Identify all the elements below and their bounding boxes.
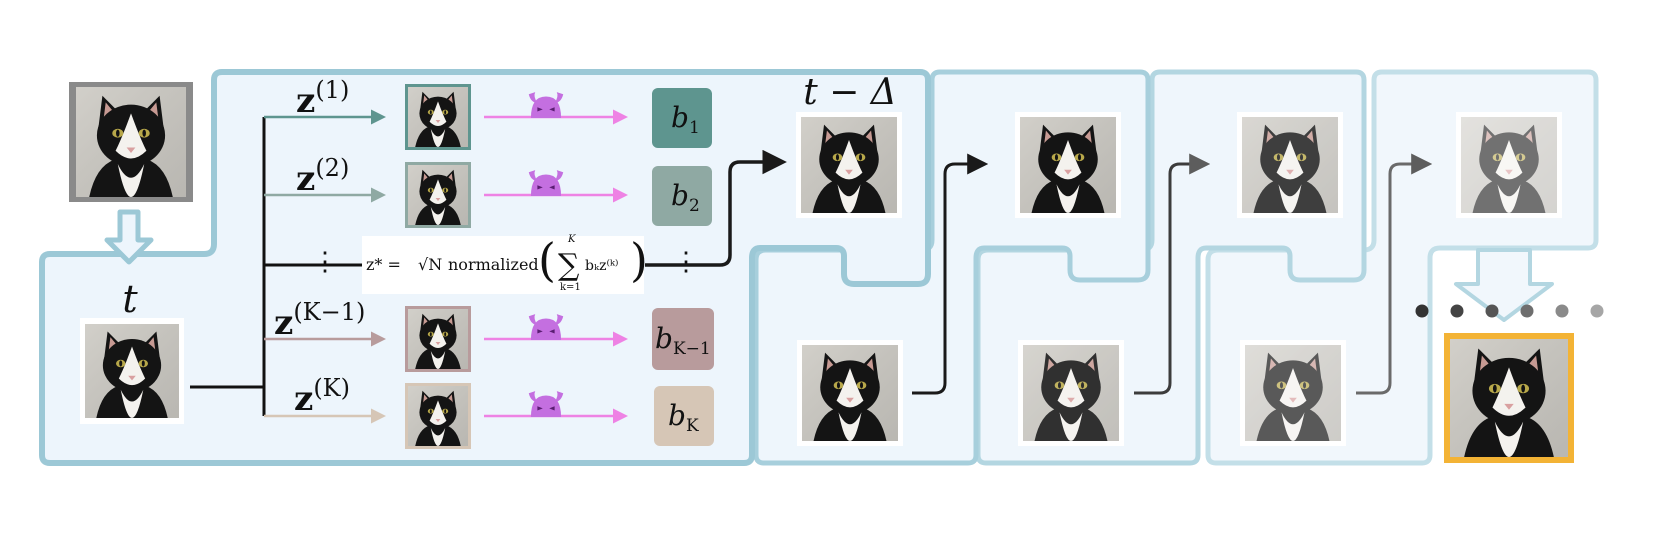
cat-stage3-bottom bbox=[1245, 345, 1341, 441]
cat-stage2-bottom bbox=[1023, 345, 1119, 441]
cat-stage2-top bbox=[1020, 117, 1116, 213]
label-z2: z(2) bbox=[296, 154, 349, 199]
connector-arrow-icon bbox=[1134, 153, 1211, 395]
formula-lhs: z* = bbox=[366, 255, 401, 274]
formula-paren-right: ) bbox=[630, 233, 648, 287]
label-zk: z(K) bbox=[294, 374, 350, 419]
cat-stage3-top bbox=[1242, 117, 1338, 213]
vdots-left: ⋮ bbox=[312, 247, 338, 277]
formula-box bbox=[362, 236, 644, 294]
formula-paren-left: ( bbox=[538, 233, 556, 287]
formula: z* = √N normalized ( K ∑ k=1 bₖz⁽ᵏ⁾ ) bbox=[366, 233, 648, 293]
label-t: t bbox=[122, 277, 138, 321]
input-cat-image bbox=[76, 87, 186, 197]
box-bkm1 bbox=[652, 308, 714, 370]
connector-arrow-icon bbox=[1356, 153, 1433, 395]
formula-sqrt: √N bbox=[418, 255, 442, 274]
connector-arrow-icon bbox=[645, 149, 787, 267]
final-output-cat bbox=[1450, 339, 1568, 457]
formula-sum-upper: K bbox=[567, 234, 576, 245]
formula-term: bₖz⁽ᵏ⁾ bbox=[585, 258, 618, 274]
cat-t-image bbox=[85, 324, 179, 418]
cat-stage1-bottom bbox=[802, 345, 898, 441]
devil-arrows bbox=[484, 92, 628, 424]
down-arrow-icon bbox=[104, 209, 154, 265]
label-z1: z(1) bbox=[296, 76, 349, 121]
ellipsis-dots bbox=[1415, 304, 1604, 318]
formula-sum-lower: k=1 bbox=[560, 282, 581, 293]
branch-tree bbox=[190, 109, 386, 424]
label-b2: b2 bbox=[671, 179, 700, 216]
label-b1: b1 bbox=[671, 101, 700, 138]
down-arrow-icon bbox=[1454, 248, 1554, 322]
vdots-right: ⋮ bbox=[673, 247, 699, 277]
formula-sum: ∑ bbox=[558, 248, 580, 283]
thumb-cat-1 bbox=[408, 87, 468, 147]
label-zkm1: z(K−1) bbox=[274, 298, 365, 343]
cat-stage4-top bbox=[1461, 117, 1557, 213]
label-bkm1: bK−1 bbox=[655, 322, 711, 359]
box-bk bbox=[654, 386, 714, 446]
label-bk: bK bbox=[668, 399, 699, 436]
thumb-cat-km1 bbox=[408, 309, 468, 369]
thumb-cat-2 bbox=[408, 165, 468, 225]
label-t-minus-delta: t − Δ bbox=[803, 72, 897, 113]
box-b1 bbox=[652, 88, 712, 148]
thumb-cat-k bbox=[408, 386, 468, 446]
formula-normalized: normalized bbox=[448, 255, 539, 274]
box-b2 bbox=[652, 166, 712, 226]
cat-t-delta-image bbox=[801, 117, 897, 213]
connector-arrow-icon bbox=[912, 153, 989, 395]
